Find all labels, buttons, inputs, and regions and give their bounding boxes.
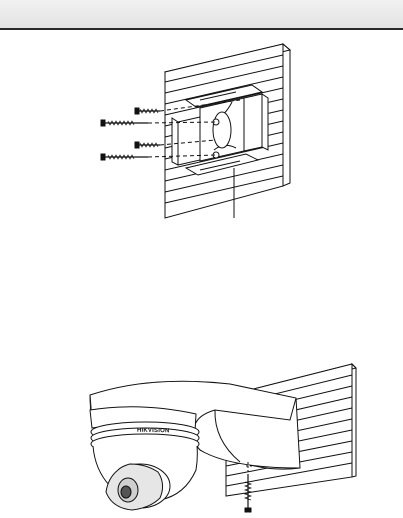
anchor-screw-icon (101, 154, 148, 160)
mount-plate-illustration (0, 36, 403, 236)
page-header-band (0, 0, 403, 28)
screw-icon (135, 142, 160, 148)
anchor-screw-icon (101, 120, 148, 126)
dome-camera-icon (93, 446, 197, 510)
bracket-brand-label: HIKVISION (137, 428, 169, 435)
bracket-camera-illustration (0, 355, 403, 518)
header-rule (0, 28, 403, 30)
screw-icon (135, 108, 160, 114)
